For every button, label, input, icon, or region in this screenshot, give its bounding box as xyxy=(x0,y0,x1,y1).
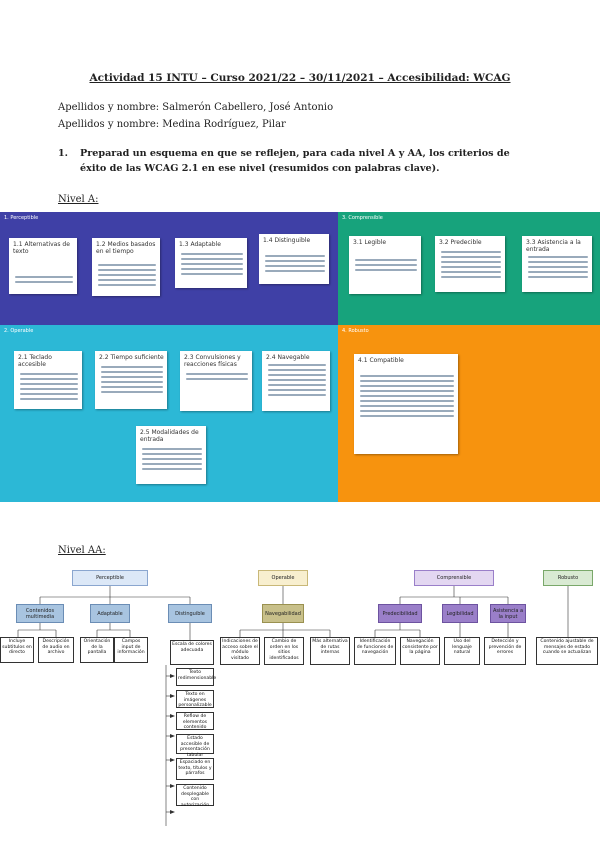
sticky-note: 1.2 Medios basados en el tiempo xyxy=(92,238,160,296)
aa-leaf: Indicaciones de acceso sobre el módulo v… xyxy=(220,637,260,665)
note-title: 2.3 Convulsiones y reacciones físicas xyxy=(184,354,241,368)
note-title: 1.4 Distinguible xyxy=(263,237,311,244)
level-a-heading: Nivel A: xyxy=(58,194,99,205)
level-aa-heading: Nivel AA: xyxy=(58,545,106,556)
aa-operable: Operable xyxy=(258,570,308,586)
question-text: Preparad un esquema en que se reflejen, … xyxy=(80,148,510,174)
sticky-note: 1.1 Alternativas de texto xyxy=(9,238,77,294)
question-number: 1. xyxy=(58,148,69,159)
aa-chain-item: Texto redimensionable xyxy=(176,668,216,686)
sticky-note: 2.3 Convulsiones y reacciones físicas xyxy=(180,351,252,411)
sticky-note: 3.2 Predecible xyxy=(435,236,505,292)
aa-leaf: Navegación consistente por la página xyxy=(400,637,440,665)
question: 1. Preparad un esquema en que se refleje… xyxy=(58,146,538,176)
sticky-note: 3.3 Asistencia a la entrada xyxy=(522,236,592,292)
sticky-note: 2.1 Teclado accesible xyxy=(14,351,82,409)
sticky-note: 2.5 Modalidades de entrada xyxy=(136,426,206,484)
aa-chain-item: Reflow de elementos contenido xyxy=(176,712,214,730)
note-title: 2.4 Navegable xyxy=(266,354,310,361)
level-a-board: 1. Perceptible 3. Comprensible 2. Operab… xyxy=(0,212,600,502)
aa-contenidos-multimedia: Contenidos multimedia xyxy=(16,604,64,623)
aa-perceptible: Perceptible xyxy=(72,570,148,586)
region-label: 4. Robusto xyxy=(342,328,369,334)
aa-leaf: Campos input de información xyxy=(114,637,148,663)
note-title: 4.1 Compatible xyxy=(358,357,404,364)
sticky-note: 1.3 Adaptable xyxy=(175,238,247,288)
aa-predecibilidad: Predecibilidad xyxy=(378,604,422,623)
aa-comprensible: Comprensible xyxy=(414,570,494,586)
note-title: 3.1 Legible xyxy=(353,239,387,246)
aa-leaf: Orientación de la pantalla xyxy=(80,637,114,663)
author-line-2: Apellidos y nombre: Medina Rodríguez, Pi… xyxy=(58,119,286,130)
note-title: 1.3 Adaptable xyxy=(179,241,221,248)
aa-leaf: Identificación de funciones de navegació… xyxy=(354,637,396,665)
aa-leaf: Contenido ajustable de mensajes de estad… xyxy=(536,637,598,665)
sticky-note: 4.1 Compatible xyxy=(354,354,458,454)
aa-chain-item: Contenido desplegable con autorización xyxy=(176,784,214,808)
sticky-note: 2.2 Tiempo suficiente xyxy=(95,351,167,409)
aa-leaf: Detección y prevención de errores xyxy=(484,637,526,665)
aa-chain-item: Estado accesible de presentación tabular xyxy=(176,734,214,758)
aa-leaf: Más alternativa de rutas internas xyxy=(310,637,350,665)
sticky-note: 2.4 Navegable xyxy=(262,351,330,411)
aa-chain-item: Texto en imágenes personalizable xyxy=(176,690,214,708)
author-line-1: Apellidos y nombre: Salmerón Cabellero, … xyxy=(58,102,334,113)
note-title: 2.2 Tiempo suficiente xyxy=(99,354,164,361)
note-title: 2.5 Modalidades de entrada xyxy=(140,429,199,443)
note-title: 2.1 Teclado accesible xyxy=(18,354,52,368)
aa-leaf: Incluye subtitulos en directo xyxy=(0,637,34,663)
aa-leaf: Escala de colores adecuada xyxy=(170,640,214,665)
note-title: 3.3 Asistencia a la entrada xyxy=(526,239,581,253)
sticky-note: 3.1 Legible xyxy=(349,236,421,294)
aa-leaf: Uso del lenguaje natural xyxy=(444,637,480,665)
aa-leaf: Descripción de audio en archivo xyxy=(38,637,74,663)
aa-asistencia: Asistencia a la input xyxy=(490,604,526,623)
document-title: Actividad 15 INTU – Curso 2021/22 – 30/1… xyxy=(89,72,511,84)
note-title: 3.2 Predecible xyxy=(439,239,482,246)
aa-legibilidad: Legibilidad xyxy=(442,604,478,623)
aa-navegabilidad: Navegabilidad xyxy=(262,604,304,623)
note-title: 1.1 Alternativas de texto xyxy=(13,241,70,255)
aa-distinguible: Distinguible xyxy=(168,604,212,623)
aa-adaptable: Adaptable xyxy=(90,604,130,623)
region-label: 2. Operable xyxy=(4,328,34,334)
region-label: 1. Perceptible xyxy=(4,215,39,221)
note-title: 1.2 Medios basados en el tiempo xyxy=(96,241,156,255)
aa-robusto: Robusto xyxy=(543,570,593,586)
region-label: 3. Comprensible xyxy=(342,215,383,221)
aa-chain-item: Espaciado en texto, títulos y párrafos xyxy=(176,758,214,780)
aa-leaf: Cambio de orden en los sitios identifica… xyxy=(264,637,304,665)
sticky-note: 1.4 Distinguible xyxy=(259,234,329,284)
